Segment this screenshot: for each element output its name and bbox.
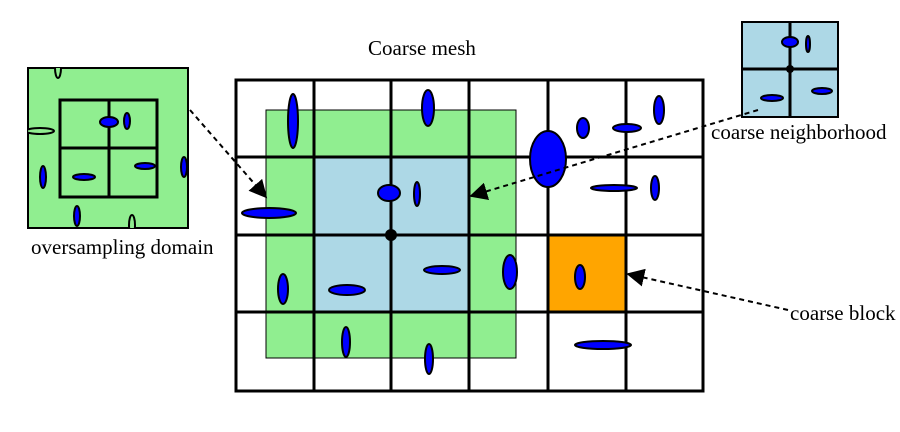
- inclusion: [590, 184, 638, 192]
- inclusion: [241, 207, 297, 219]
- inclusion: [287, 93, 299, 149]
- inclusion: [653, 95, 665, 125]
- arrow-neighborhood: [469, 109, 759, 200]
- coarse-node: [385, 229, 397, 241]
- inclusion: [277, 273, 289, 305]
- inclusion: [99, 116, 119, 128]
- coarse-block-region: [548, 235, 626, 312]
- inclusion: [39, 165, 47, 189]
- inset-node: [786, 65, 794, 73]
- inclusion: [760, 94, 784, 102]
- arrows: [189, 109, 789, 311]
- inclusion: [73, 205, 81, 227]
- inclusion: [502, 254, 518, 290]
- oversampling-inset: [27, 67, 189, 229]
- inclusion: [123, 112, 131, 130]
- inclusion: [576, 117, 590, 139]
- oversampling-domain-label: oversampling domain: [31, 235, 214, 259]
- inclusion: [650, 175, 660, 201]
- inclusion: [134, 162, 156, 170]
- inclusion: [328, 284, 366, 296]
- coarse-neighborhood-label: coarse neighborhood: [711, 120, 887, 144]
- main-mesh: [234, 78, 705, 393]
- inclusion: [72, 173, 96, 181]
- arrow-coarse-block: [626, 268, 789, 311]
- inclusion: [341, 326, 351, 358]
- inclusion: [612, 123, 642, 133]
- inclusion: [811, 87, 833, 95]
- inclusion-outline: [54, 68, 62, 79]
- inclusion-outline: [28, 127, 55, 135]
- inclusion: [180, 156, 188, 178]
- inclusion: [805, 35, 811, 53]
- inclusion: [781, 36, 799, 48]
- inclusion: [413, 181, 421, 207]
- inclusions: [241, 89, 665, 375]
- coarse-mesh-label: Coarse mesh: [368, 36, 476, 60]
- arrow-oversampling: [189, 109, 268, 199]
- neighborhood-inset: [741, 21, 839, 118]
- inclusion: [574, 340, 632, 350]
- inclusion: [574, 264, 586, 290]
- inclusion: [529, 130, 567, 188]
- inclusion-outline: [128, 214, 136, 228]
- inclusion: [423, 265, 461, 275]
- inclusion: [377, 184, 401, 202]
- coarse-block-label: coarse block: [790, 301, 896, 325]
- inclusion: [421, 89, 435, 127]
- inclusion: [424, 343, 434, 375]
